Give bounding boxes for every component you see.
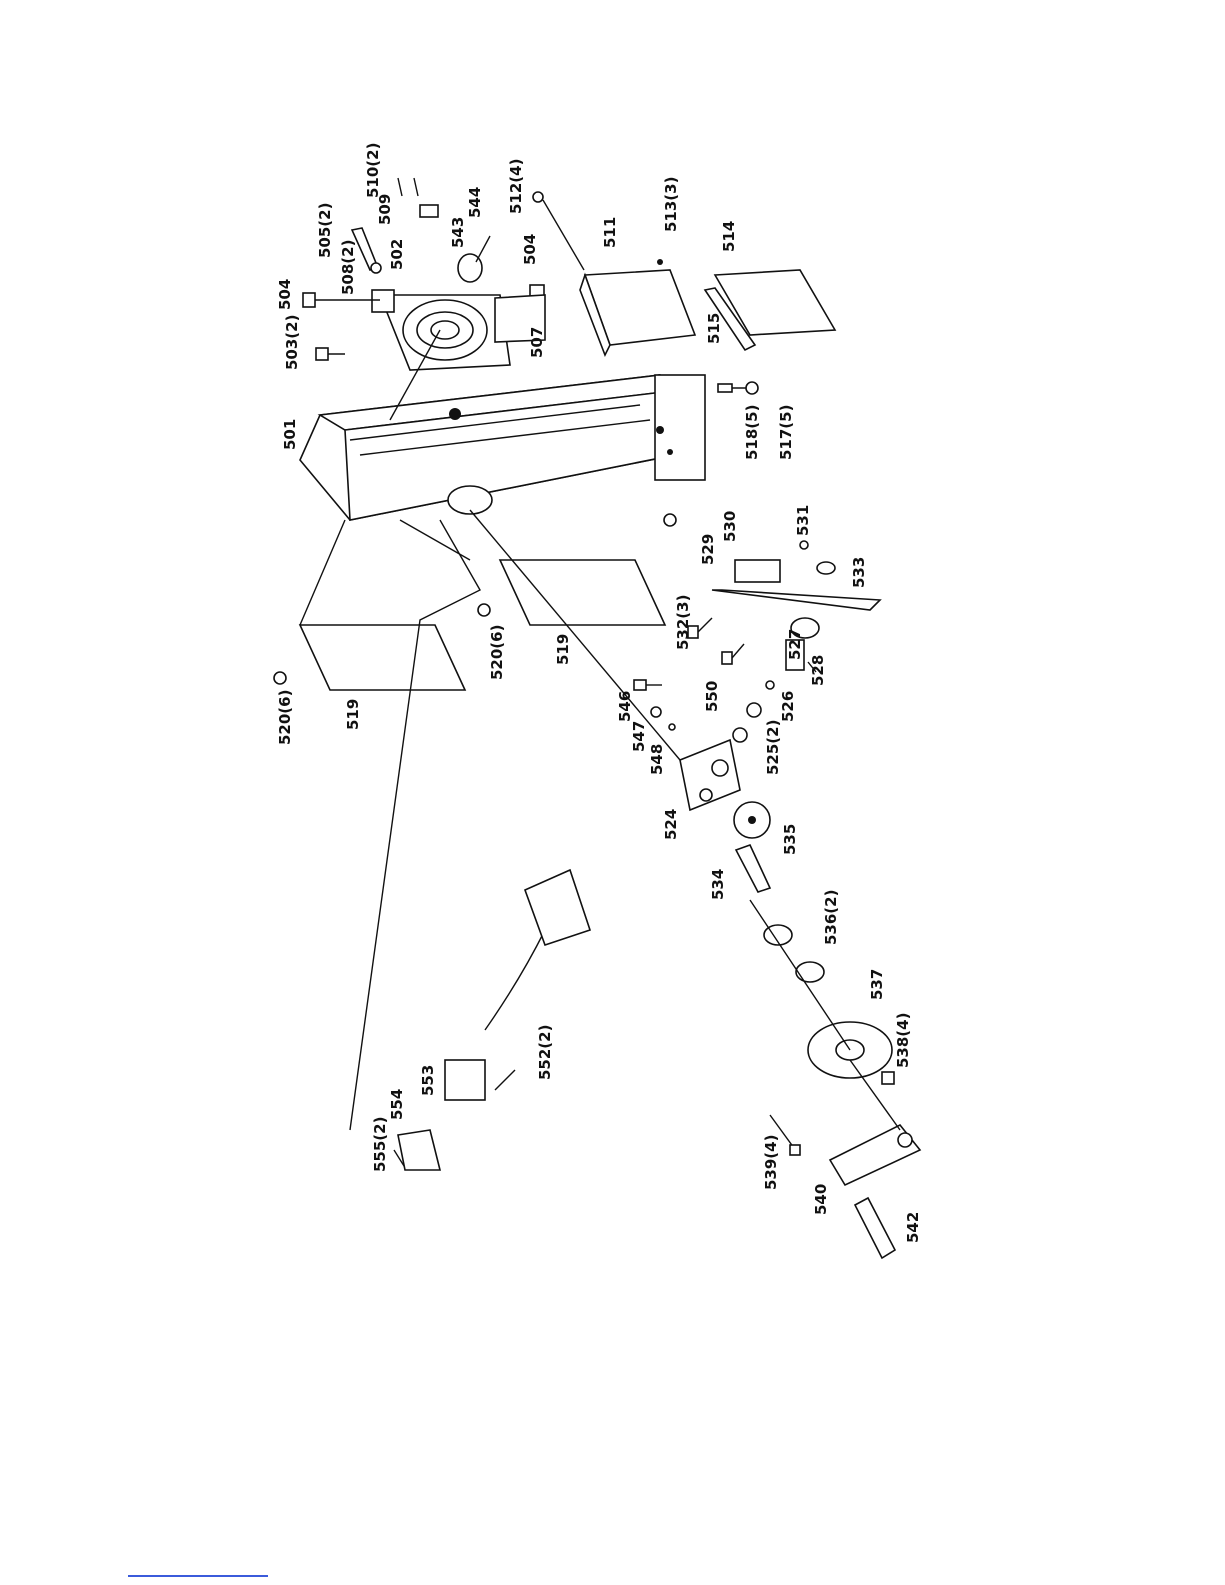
label-511: 511 xyxy=(601,217,619,248)
label-537: 537 xyxy=(868,969,886,1000)
label-520a: 520(6) xyxy=(276,690,294,745)
part-540-crank xyxy=(830,1125,920,1185)
label-501: 501 xyxy=(281,419,299,450)
label-514: 514 xyxy=(720,221,738,252)
label-519a: 519 xyxy=(344,699,362,730)
label-507: 507 xyxy=(528,327,546,358)
part-519-cover-b xyxy=(500,560,665,625)
label-504a: 504 xyxy=(276,279,294,310)
label-544: 544 xyxy=(466,187,484,218)
label-527: 527 xyxy=(786,629,804,660)
label-518: 518(5) xyxy=(743,405,761,460)
part-509-clip xyxy=(420,205,438,217)
footer-rule xyxy=(128,1575,268,1577)
label-503: 503(2) xyxy=(283,315,301,370)
part-550-screw xyxy=(722,644,744,664)
part-547-nut xyxy=(651,707,661,717)
label-504b: 504 xyxy=(521,234,539,265)
label-508: 508(2) xyxy=(339,240,357,295)
label-512: 512(4) xyxy=(507,159,525,214)
part-502-head-plate xyxy=(372,290,510,370)
label-546: 546 xyxy=(616,691,634,722)
label-525: 525(2) xyxy=(764,720,782,775)
label-536: 536(2) xyxy=(822,890,840,945)
label-532: 532(3) xyxy=(674,595,692,650)
label-526: 526 xyxy=(779,691,797,722)
part-552-screw xyxy=(495,1070,515,1090)
part-548-ball xyxy=(669,724,675,730)
label-547: 547 xyxy=(630,721,648,752)
part-542-handle xyxy=(855,1198,895,1258)
part-531-screw xyxy=(800,541,808,549)
label-529: 529 xyxy=(699,534,717,565)
part-501-column xyxy=(300,375,705,526)
label-534: 534 xyxy=(709,869,727,900)
label-517: 517(5) xyxy=(777,405,795,460)
part-520-screw-b xyxy=(478,604,490,616)
label-542: 542 xyxy=(904,1212,922,1243)
part-520-screw-a xyxy=(274,672,286,684)
label-531: 531 xyxy=(794,505,812,536)
label-533: 533 xyxy=(850,557,868,588)
part-529-rack xyxy=(712,590,880,610)
part-554-bracket xyxy=(398,1130,440,1170)
part-526-key xyxy=(766,681,774,689)
label-555: 555(2) xyxy=(371,1117,389,1172)
part-534-worm xyxy=(736,845,770,892)
label-554: 554 xyxy=(388,1089,406,1120)
part-535-gear xyxy=(734,802,770,838)
label-520b: 520(6) xyxy=(488,625,506,680)
part-546-bolt xyxy=(634,680,662,690)
label-510: 510(2) xyxy=(364,143,382,198)
part-513-screw xyxy=(657,259,663,265)
part-512-screw xyxy=(533,192,584,270)
part-508-ball xyxy=(371,263,381,273)
label-540: 540 xyxy=(812,1184,830,1215)
label-519b: 519 xyxy=(554,634,572,665)
label-502: 502 xyxy=(388,239,406,270)
part-519-cover-a xyxy=(300,625,465,690)
label-528: 528 xyxy=(809,655,827,686)
label-513: 513(3) xyxy=(662,177,680,232)
label-552: 552(2) xyxy=(536,1025,554,1080)
part-510-screw xyxy=(398,178,418,196)
label-539: 539(4) xyxy=(762,1135,780,1190)
part-511-cover xyxy=(580,270,695,355)
part-503-screw xyxy=(316,348,345,360)
label-530: 530 xyxy=(721,511,739,542)
part-524-housing xyxy=(680,740,740,810)
part-517-washer xyxy=(746,382,758,394)
part-533-ring xyxy=(817,562,835,574)
label-524: 524 xyxy=(662,809,680,840)
label-505: 505(2) xyxy=(316,203,334,258)
label-535: 535 xyxy=(781,824,799,855)
label-515: 515 xyxy=(705,313,723,344)
part-525-bearing xyxy=(733,703,761,742)
label-543: 543 xyxy=(449,217,467,248)
part-538-screw xyxy=(882,1072,894,1084)
label-550: 550 xyxy=(703,681,721,712)
label-553: 553 xyxy=(419,1065,437,1096)
part-553-lamp xyxy=(445,870,590,1100)
label-538: 538(4) xyxy=(894,1013,912,1068)
label-548: 548 xyxy=(648,744,666,775)
part-530-block xyxy=(735,560,780,582)
